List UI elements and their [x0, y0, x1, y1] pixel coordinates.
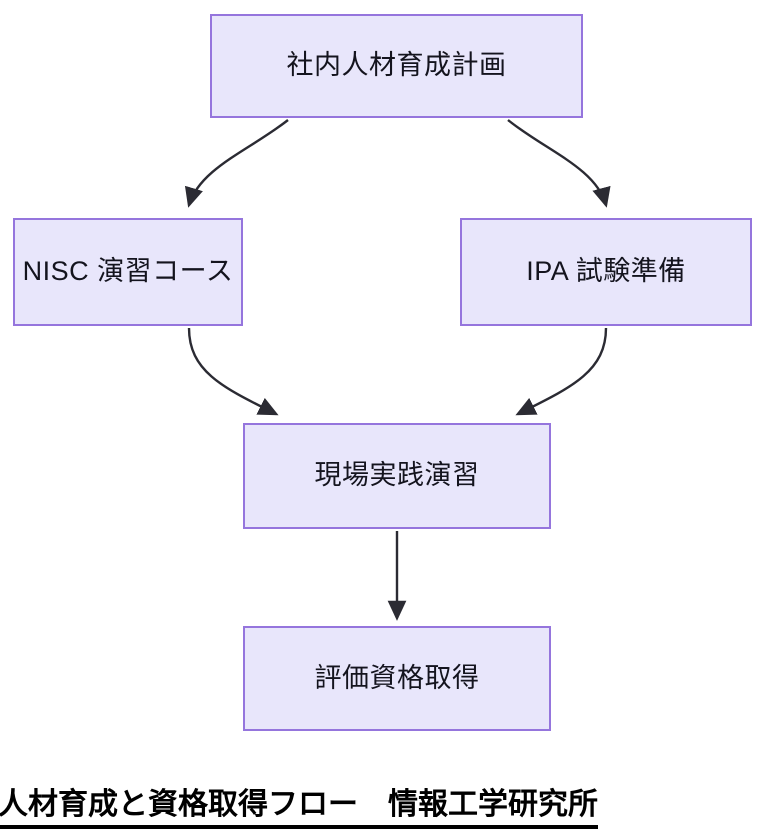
diagram-caption: 人材育成と資格取得フロー 情報工学研究所 [0, 779, 784, 829]
node-social-talent-plan[interactable]: 社内人材育成計画 [210, 14, 583, 118]
node-label: 現場実践演習 [314, 460, 480, 491]
edge-plan-to-ipa [507, 119, 611, 208]
node-certification-acquired[interactable]: 評価資格取得 [243, 626, 551, 731]
node-label: 評価資格取得 [314, 662, 480, 693]
node-label: IPA 試験準備 [526, 256, 686, 287]
edge-nisc-to-field [187, 327, 279, 416]
node-nisc-training-course[interactable]: NISC 演習コース [13, 218, 243, 326]
caption-text: 人材育成と資格取得フロー 情報工学研究所 [0, 779, 598, 829]
node-label: 社内人材育成計画 [286, 50, 507, 81]
node-ipa-exam-prep[interactable]: IPA 試験準備 [460, 218, 752, 326]
edge-ipa-to-field [515, 327, 608, 416]
node-label: NISC 演習コース [22, 256, 234, 287]
edge-plan-to-nisc [184, 119, 289, 208]
node-field-practice[interactable]: 現場実践演習 [243, 423, 551, 529]
